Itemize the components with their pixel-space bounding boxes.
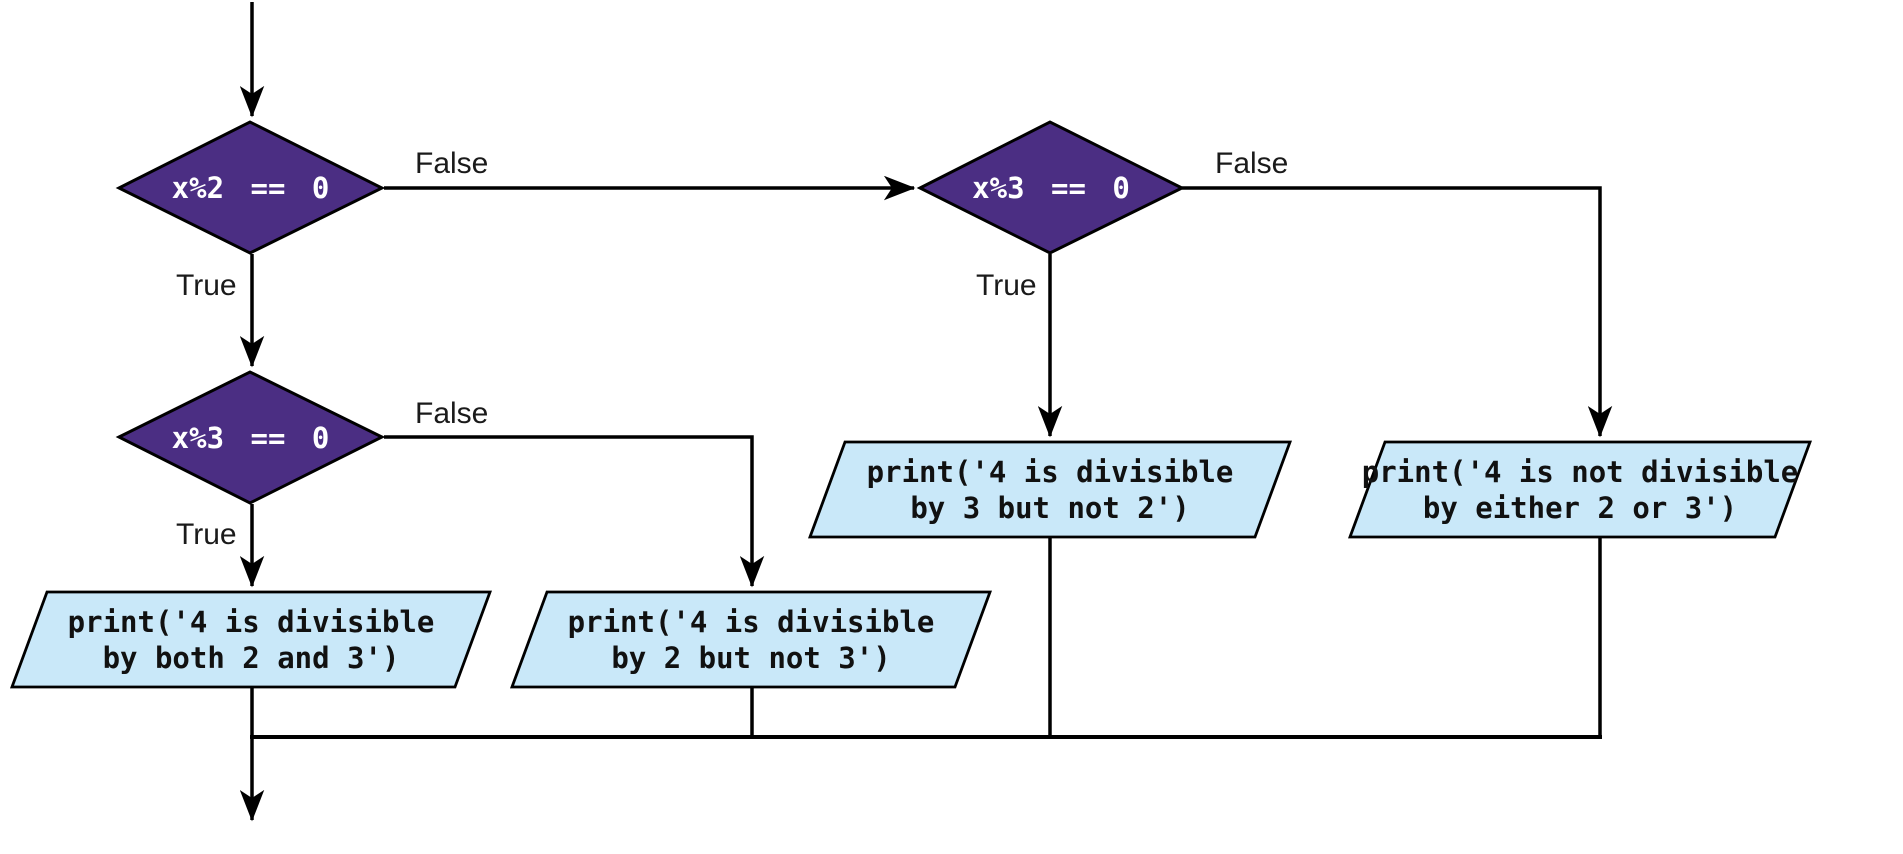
output-neither-parallelogram xyxy=(1347,440,1813,539)
output-both-parallelogram xyxy=(9,590,493,689)
output-three-only-parallelogram xyxy=(807,440,1293,539)
output-two-only-parallelogram xyxy=(509,590,993,689)
d2-false-edge xyxy=(1182,186,1613,438)
decision-x-mod-2-diamond xyxy=(115,120,386,255)
d3-false-edge xyxy=(384,435,765,588)
decision-x-mod-3-left-diamond xyxy=(115,370,386,505)
decision-x-mod-3-top-diamond xyxy=(916,120,1186,255)
